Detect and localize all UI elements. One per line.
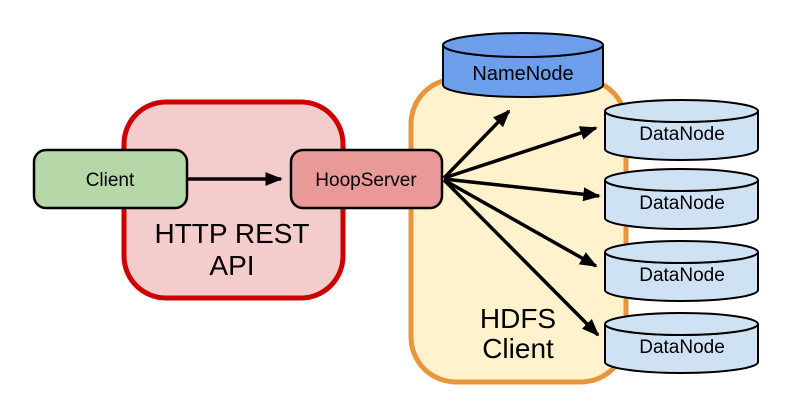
- datanode-1-label: DataNode: [639, 124, 725, 145]
- datanode-node-4: DataNode: [604, 312, 759, 374]
- namenode-cylinder-top: [442, 32, 604, 58]
- hoopserver-box: [289, 148, 444, 210]
- edge-hoopserver-to-datanode-2: [443, 177, 601, 202]
- datanode-node-3: DataNode: [604, 240, 759, 302]
- namenode-label: NameNode: [472, 63, 573, 85]
- datanode-3-label: DataNode: [639, 265, 725, 286]
- hoopserver-node: HoopServer: [289, 148, 444, 210]
- datanode-node-1: DataNode: [604, 99, 759, 161]
- hdfs-client-label-line2: Client: [482, 333, 554, 364]
- http-rest-api-label-line1: HTTP REST: [154, 218, 309, 249]
- hdfs-client-label-line1: HDFS: [480, 303, 556, 334]
- hdfs-client-container: HDFS Client: [408, 76, 629, 385]
- datanode-4-label: DataNode: [639, 337, 725, 358]
- edge-hoopserver-to-datanode-3: [443, 178, 598, 268]
- edges: [187, 109, 601, 337]
- namenode-node: NameNode: [442, 32, 604, 98]
- hoopserver-label: HoopServer: [315, 170, 417, 191]
- datanode-3-cylinder-top: [604, 240, 759, 264]
- client-box: [32, 148, 189, 210]
- http-rest-api-label-line2: API: [209, 250, 254, 281]
- client-node: Client: [32, 148, 189, 210]
- edge-hoopserver-to-datanode-1: [443, 126, 598, 180]
- datanode-node-2: DataNode: [604, 168, 759, 230]
- datanode-1-cylinder-top: [604, 99, 759, 123]
- datanode-2-cylinder-top: [604, 168, 759, 192]
- datanode-4-cylinder-top: [604, 312, 759, 336]
- datanode-2-label: DataNode: [639, 193, 725, 214]
- edge-hoopserver-to-namenode: [442, 109, 511, 180]
- edge-hoopserver-to-datanode-4: [442, 178, 600, 337]
- client-label: Client: [86, 170, 135, 191]
